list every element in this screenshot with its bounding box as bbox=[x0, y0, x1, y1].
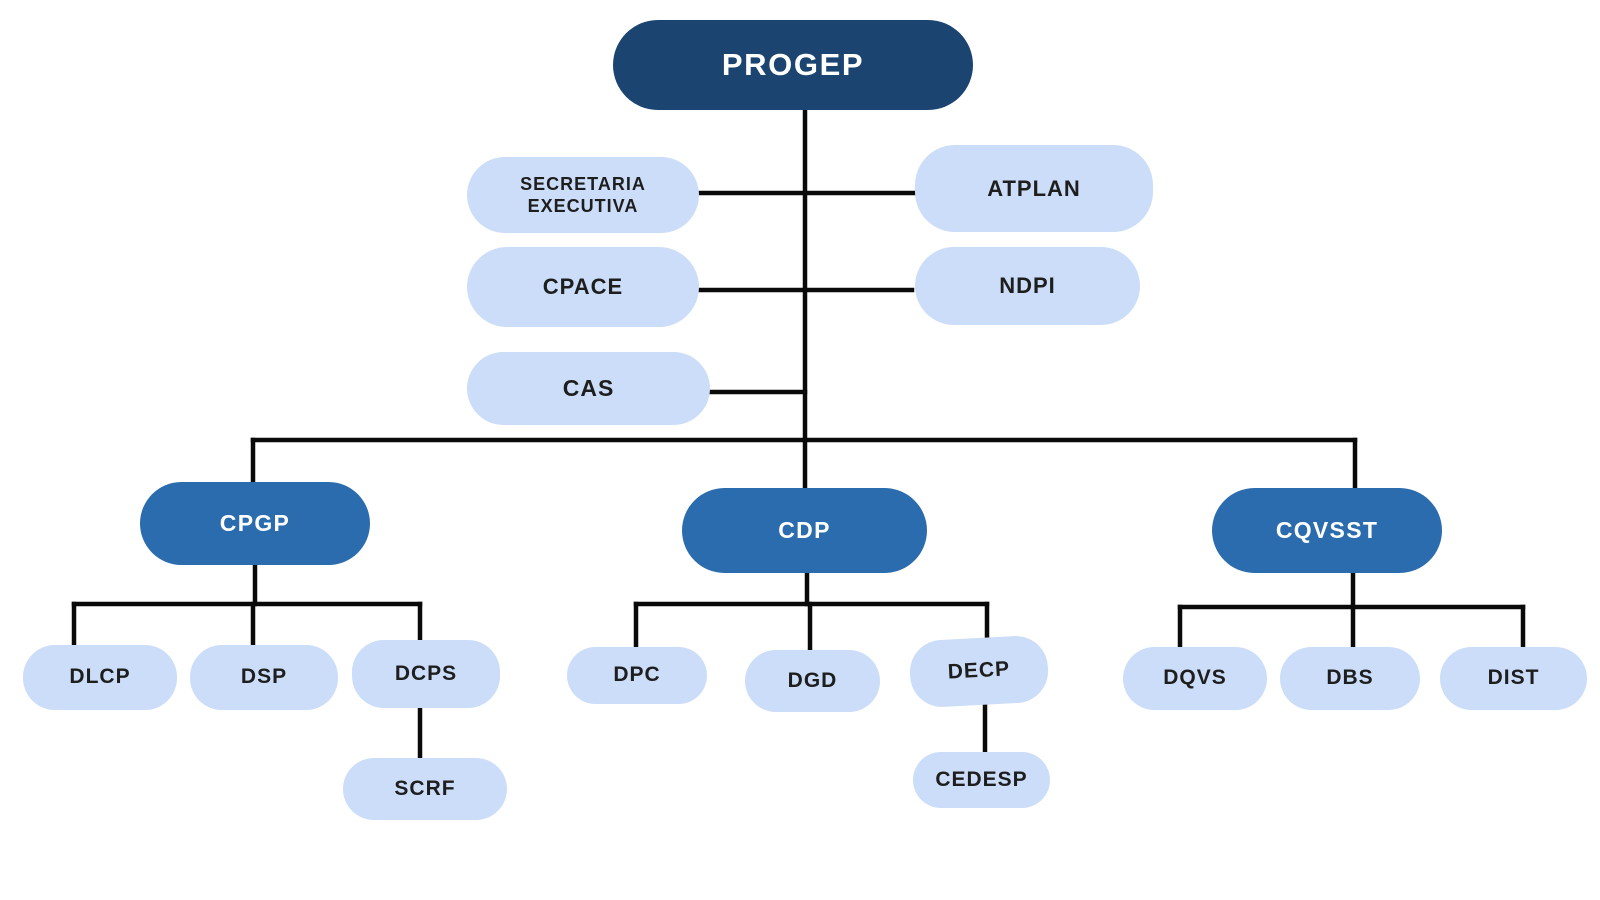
org-node-label: CAS bbox=[562, 375, 615, 402]
org-node-progep: PROGEP bbox=[613, 20, 973, 110]
org-node-decp: DECP bbox=[908, 634, 1050, 709]
org-node-dpc: DPC bbox=[567, 647, 707, 704]
org-node-label: PROGEP bbox=[721, 46, 865, 82]
org-node-cpgp: CPGP bbox=[140, 482, 370, 565]
org-node-label: DBS bbox=[1326, 666, 1374, 690]
org-node-label: CDP bbox=[778, 517, 831, 544]
org-node-dcps: DCPS bbox=[352, 640, 500, 708]
org-node-atplan: ATPLAN bbox=[915, 145, 1153, 232]
org-node-label: SCRF bbox=[394, 776, 456, 800]
org-node-label: DECP bbox=[947, 657, 1011, 684]
org-node-label: DPC bbox=[613, 663, 661, 687]
org-node-cas: CAS bbox=[467, 352, 710, 425]
org-node-dgd: DGD bbox=[745, 650, 880, 712]
org-node-label: CEDESP bbox=[935, 767, 1028, 791]
org-node-label: DQVS bbox=[1163, 666, 1227, 690]
org-node-cqvsst: CQVSST bbox=[1212, 488, 1442, 573]
org-node-label: DLCP bbox=[69, 665, 131, 689]
org-node-dist: DIST bbox=[1440, 647, 1587, 710]
org-node-label: DCPS bbox=[394, 661, 458, 685]
org-node-dlcp: DLCP bbox=[23, 645, 177, 710]
org-node-label: NDPI bbox=[999, 273, 1056, 299]
org-node-dbs: DBS bbox=[1280, 647, 1420, 710]
org-node-label: DSP bbox=[240, 665, 288, 689]
org-node-label: ATPLAN bbox=[987, 175, 1081, 201]
org-node-scrf: SCRF bbox=[343, 758, 507, 820]
org-node-label: DIST bbox=[1487, 666, 1540, 690]
org-node-ndpi: NDPI bbox=[915, 247, 1140, 325]
org-node-dqvs: DQVS bbox=[1123, 647, 1267, 710]
org-node-cpace: CPACE bbox=[467, 247, 699, 327]
org-node-label: CQVSST bbox=[1275, 517, 1379, 544]
org-node-cedesp: CEDESP bbox=[913, 752, 1050, 808]
org-node-label: CPGP bbox=[219, 510, 291, 537]
org-node-secretaria-executiva: SECRETARIA EXECUTIVA bbox=[467, 157, 699, 233]
org-node-label: DGD bbox=[787, 668, 838, 692]
org-node-cdp: CDP bbox=[682, 488, 927, 573]
org-node-dsp: DSP bbox=[190, 645, 338, 710]
org-node-label: CPACE bbox=[542, 274, 624, 300]
org-node-label: SECRETARIA EXECUTIVA bbox=[520, 173, 646, 217]
